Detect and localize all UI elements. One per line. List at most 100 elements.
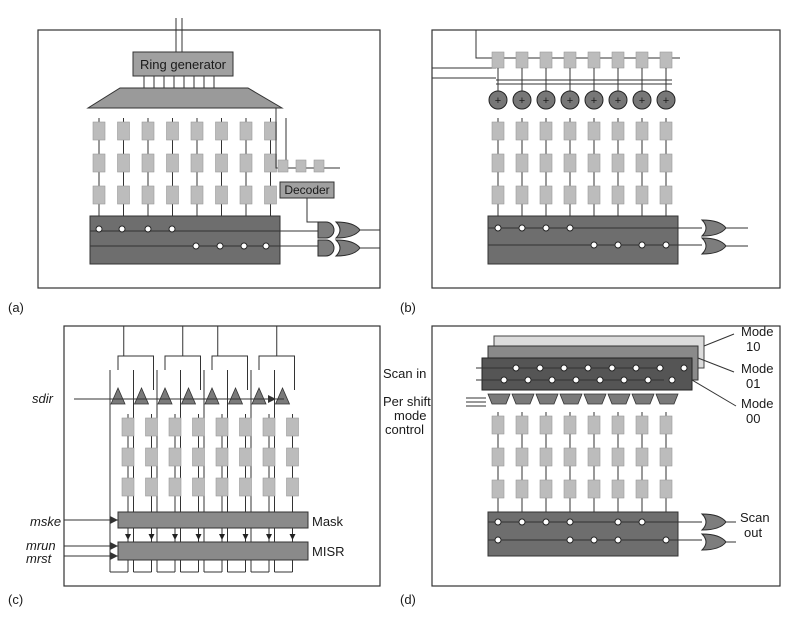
down-arrow <box>219 534 225 540</box>
xor-tap-dot <box>168 225 176 233</box>
per-shift-label-1: Per shift <box>383 394 431 409</box>
direction-mux <box>180 387 197 405</box>
decoder-input-cell <box>295 159 307 173</box>
direction-mux <box>110 387 126 405</box>
scan-out-label-b: out <box>744 525 762 540</box>
b-scan-chain-cell <box>659 121 673 141</box>
b-scan-chain-cell <box>635 121 649 141</box>
b-input-cell <box>587 51 601 69</box>
xor-tap-dot <box>192 242 200 250</box>
xor-tap-dot <box>614 241 622 249</box>
decoder-input-cell <box>313 159 325 173</box>
b-input-cell <box>563 51 577 69</box>
xor-symbol: + <box>519 95 525 107</box>
mode-01-label-a: Mode <box>741 361 774 376</box>
direction-mux <box>204 387 220 405</box>
d-scan-chain-cell <box>587 415 601 435</box>
c-scan-chain-cell <box>145 477 158 497</box>
panel-a-label: (a) <box>8 300 24 315</box>
xor-symbol: + <box>639 95 645 107</box>
xor-tap-dot <box>144 225 152 233</box>
mode-tap-dot <box>620 376 628 384</box>
panel-a: Ring generator Decoder (a) <box>8 18 381 315</box>
c-scan-chain-cell <box>168 477 182 497</box>
mode-tap-dot <box>596 376 604 384</box>
a-scan-chain-cell <box>141 153 155 173</box>
b-scan-chain-cell <box>491 185 505 205</box>
d-scan-chain-cell <box>659 415 673 435</box>
down-arrow <box>195 534 202 540</box>
a-scan-chain-cell <box>166 185 179 205</box>
a-scan-chain-cell <box>190 185 204 205</box>
a-scan-chain-cell <box>215 185 228 205</box>
b-scan-chain-cell <box>659 153 673 173</box>
xor-tap-dot <box>542 518 550 526</box>
panel-b: ++++++++ (b) <box>400 29 781 315</box>
a-scan-chain-cell <box>166 121 179 141</box>
b-scan-chain-cell <box>539 185 553 205</box>
mode-tap-dot <box>572 376 580 384</box>
c-scan-chain-cell <box>215 417 229 437</box>
direction-mux <box>274 387 291 405</box>
and-gate-1 <box>317 221 335 239</box>
b-scan-chain-cell <box>587 185 601 205</box>
mrun-label: mrun <box>26 538 56 553</box>
scan-in-label: Scan in <box>383 366 426 381</box>
panel-d: Scan in Per shift mode control Mode 10 M… <box>383 324 781 607</box>
decoder-label: Decoder <box>284 183 329 197</box>
xor-tap-dot <box>240 242 248 250</box>
compactor-b <box>487 215 679 265</box>
a-scan-chain-cell <box>92 153 106 173</box>
mode-00-label-a: Mode <box>741 396 774 411</box>
c-scan-chain-cell <box>145 447 158 467</box>
c-scan-chain-cell <box>239 447 252 467</box>
a-scan-chain-cell <box>239 121 253 141</box>
down-arrow <box>242 534 249 540</box>
mode-tap-dot <box>500 376 508 384</box>
xor-tap-dot <box>518 224 526 232</box>
d-scan-chain-cell <box>635 447 649 467</box>
b-scan-chain-cell <box>611 121 625 141</box>
b-input-cell <box>515 51 529 69</box>
xor-tap-dot <box>590 536 598 544</box>
decoder-input-cell <box>277 159 289 173</box>
ring-generator-label: Ring generator <box>140 57 227 72</box>
xor-gate <box>488 90 508 110</box>
or-gate-b1 <box>700 219 727 237</box>
xor-tap-dot <box>566 536 574 544</box>
xor-tap-dot <box>494 518 502 526</box>
d-scan-chain-cell <box>563 447 577 467</box>
compactor-a <box>89 215 281 265</box>
xor-gate <box>632 90 652 110</box>
b-scan-chain-cell <box>491 153 505 173</box>
a-scan-chain-cell <box>92 121 106 141</box>
mrst-label: mrst <box>26 551 53 566</box>
mode-10-label-b: 10 <box>746 339 760 354</box>
b-input-cell <box>539 51 553 69</box>
xor-tap-dot <box>638 518 646 526</box>
d-scan-chain-cell <box>491 415 505 435</box>
xor-symbol: + <box>543 95 549 107</box>
b-scan-chain-cell <box>563 121 577 141</box>
xor-tap-dot <box>566 224 574 232</box>
c-scan-chain-cell <box>286 477 299 497</box>
misr-label: MISR <box>312 544 345 559</box>
b-input-cell <box>635 51 649 69</box>
d-scan-chain-cell <box>515 479 529 499</box>
xor-tap-dot <box>614 536 622 544</box>
b-scan-chain-cell <box>515 121 529 141</box>
xor-tap-dot <box>216 242 224 250</box>
b-scan-chain-cell <box>635 153 649 173</box>
c-scan-chain-cell <box>215 447 229 467</box>
mode-mux <box>559 393 583 405</box>
c-scan-chain-cell <box>215 477 229 497</box>
c-scan-chain-cell <box>145 417 158 437</box>
xor-tap-dot <box>95 225 103 233</box>
mode-tap-dot <box>536 364 544 372</box>
c-scan-chain-cell <box>286 447 299 467</box>
c-scan-chain-cell <box>239 417 252 437</box>
a-scan-chain-cell <box>215 153 228 173</box>
a-scan-chain-cell <box>190 153 204 173</box>
a-scan-chain-cell <box>117 185 130 205</box>
d-scan-chain-cell <box>491 479 505 499</box>
